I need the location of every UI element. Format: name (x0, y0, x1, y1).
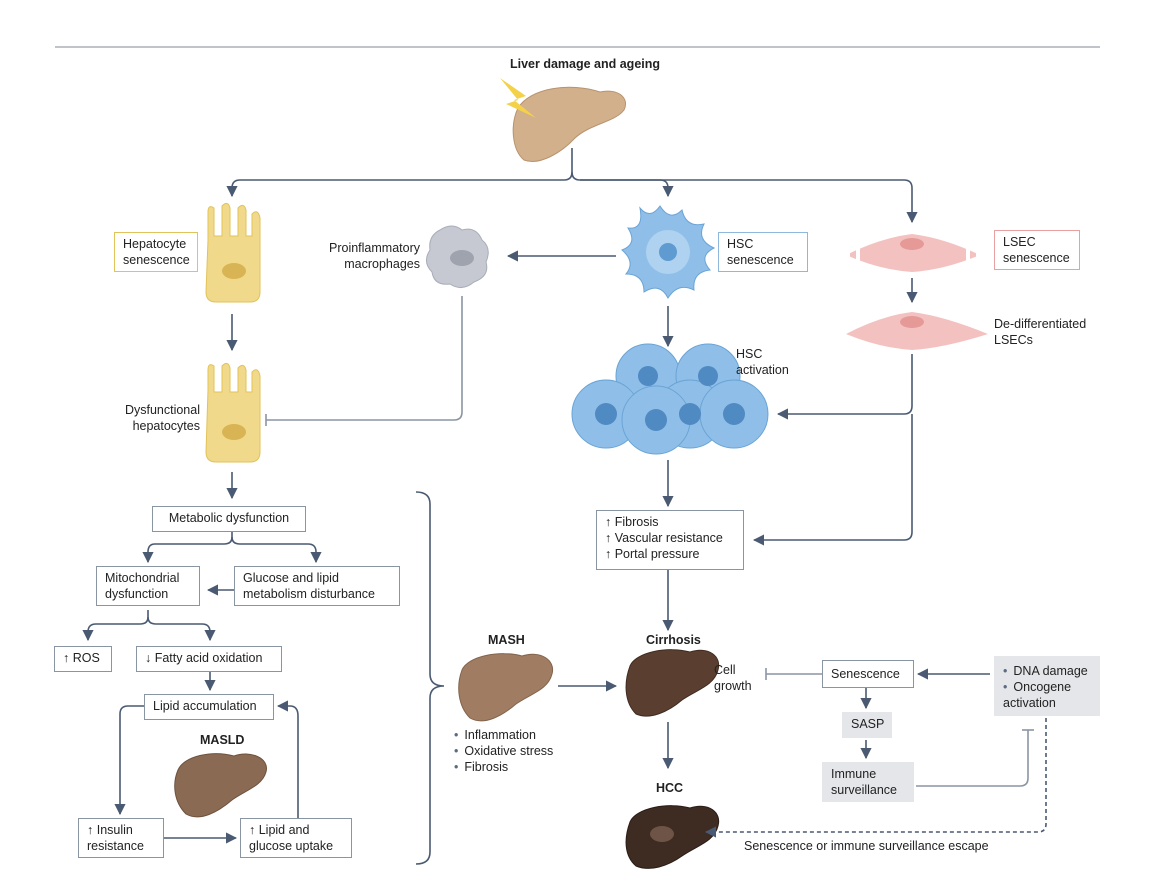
macrophage-cell-icon (426, 225, 489, 288)
diagram-title: Liver damage and ageing (509, 57, 661, 71)
immune-surveillance-box: Immune surveillance (822, 762, 914, 802)
lipid-glucose-uptake-box: ↑ Lipid and glucose uptake (240, 818, 352, 858)
escape-label: Senescence or immune surveillance escape (744, 839, 989, 853)
fatty-acid-oxidation-box: ↓ Fatty acid oxidation (136, 646, 282, 672)
mitochondrial-dysfunction-box: Mitochondrial dysfunction (96, 566, 200, 606)
top-branch-arrows (226, 148, 918, 224)
dysfunctional-hepatocyte-icon (205, 362, 261, 463)
dedifferentiated-lsecs-label: De-differentiated LSECs (994, 317, 1087, 347)
inhibition-lines (265, 296, 1034, 787)
hcc-liver-icon (625, 805, 720, 869)
dedifferentiated-lsec-cell-icon (846, 312, 988, 350)
fibrosis-box: ↑ Fibrosis ↑ Vascular resistance ↑ Porta… (596, 510, 744, 570)
insulin-resistance-box: ↑ Insulin resistance (78, 818, 164, 858)
ros-box: ↑ ROS (54, 646, 112, 672)
lightning-icon (500, 78, 536, 118)
cirrhosis-label: Cirrhosis (646, 633, 701, 647)
lsec-senescence-box: LSEC senescence (994, 230, 1080, 270)
cell-growth-label: Cell growth (714, 663, 752, 693)
mash-feature-item: Inflammation (454, 727, 553, 743)
lsec-senescent-cell-icon (846, 234, 980, 272)
masld-liver-icon (174, 753, 267, 818)
dysfunctional-hepatocytes-label: Dysfunctional hepatocytes (124, 403, 200, 433)
hsc-activation-label: HSC activation (736, 347, 789, 377)
hsc-senescence-box: HSC senescence (718, 232, 808, 272)
sasp-box: SASP (842, 712, 892, 738)
mash-liver-icon (458, 653, 554, 722)
damage-triggers-list: DNA damage Oncogene activation (1003, 663, 1091, 711)
mash-feature-item: Oxidative stress (454, 743, 553, 759)
masld-label: MASLD (200, 733, 245, 747)
damage-trigger-item: Oncogene activation (1003, 679, 1091, 711)
hepatocyte-cell-icon (205, 202, 261, 303)
senescence-box: Senescence (822, 660, 914, 688)
hsc-activation-cluster-icon (571, 343, 769, 455)
escape-dashed-arrow (704, 718, 1047, 838)
flow-arrows (82, 250, 990, 844)
glucose-lipid-disturbance-box: Glucose and lipid metabolism disturbance (234, 566, 400, 606)
lipid-accumulation-box: Lipid accumulation (144, 694, 274, 720)
mash-features-list: Inflammation Oxidative stress Fibrosis (454, 727, 553, 775)
bracket (415, 491, 445, 865)
hcc-label: HCC (656, 781, 684, 795)
mash-label: MASH (488, 633, 525, 647)
hepatocyte-senescence-box: Hepatocyte senescence (114, 232, 198, 272)
metabolic-dysfunction-box: Metabolic dysfunction (152, 506, 306, 532)
cirrhosis-liver-icon (625, 649, 720, 717)
damage-triggers-box: DNA damage Oncogene activation (994, 656, 1100, 716)
healthy-liver-icon (512, 86, 626, 162)
damage-trigger-item: DNA damage (1003, 663, 1091, 679)
proinflammatory-macrophages-label: Proinflammatory macrophages (329, 241, 420, 271)
hsc-senescent-cell-icon (621, 205, 716, 300)
mash-feature-item: Fibrosis (454, 759, 553, 775)
